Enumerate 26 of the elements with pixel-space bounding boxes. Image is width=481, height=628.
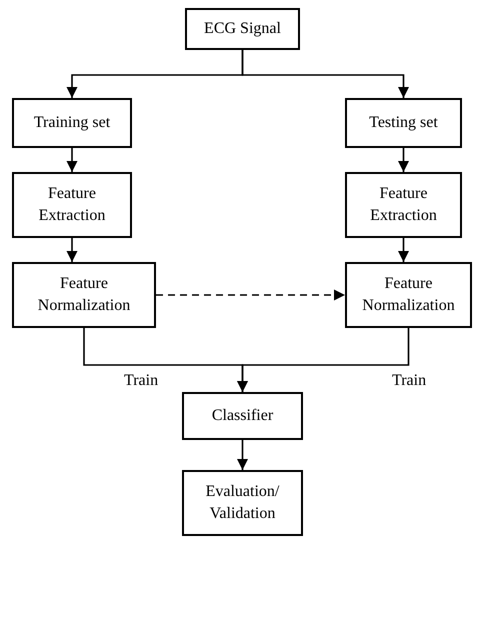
box-label: Testing set xyxy=(369,113,438,134)
process-box xyxy=(12,98,132,148)
process-box xyxy=(345,172,462,238)
arrow xyxy=(66,148,78,172)
box-label: Classifier xyxy=(212,406,274,426)
box-label: Evaluation/ Validation xyxy=(204,482,280,524)
process-box xyxy=(185,8,300,50)
arrow xyxy=(398,148,410,172)
process-box xyxy=(182,392,303,440)
arrow xyxy=(242,50,410,98)
process-box xyxy=(12,172,132,238)
process-box xyxy=(12,262,156,328)
arrow xyxy=(66,238,78,262)
box-label: Feature Extraction xyxy=(38,184,106,226)
process-box xyxy=(345,262,472,328)
arrow xyxy=(398,238,410,262)
arrow xyxy=(156,289,345,301)
box-label: Feature Extraction xyxy=(369,184,438,226)
process-box xyxy=(182,470,303,536)
arrow xyxy=(236,328,410,392)
box-label: Training set xyxy=(34,113,110,134)
box-label: ECG Signal xyxy=(204,19,281,40)
arrow xyxy=(236,440,248,470)
box-label: Feature Normalization xyxy=(361,274,456,316)
process-box xyxy=(345,98,462,148)
box-label: Feature Normalization xyxy=(36,274,132,316)
